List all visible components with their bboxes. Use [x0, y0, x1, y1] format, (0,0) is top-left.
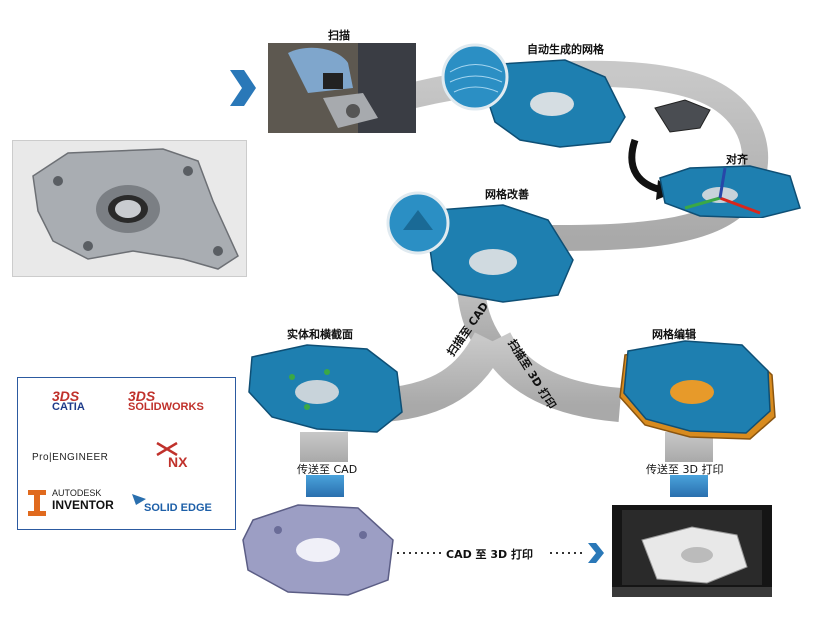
solidworks-logo: 3DS SOLIDWORKS	[128, 388, 204, 413]
step-mesh-improve-label: 网格改善	[485, 188, 529, 201]
nx-mark-icon	[156, 442, 178, 456]
scan-photo	[268, 43, 416, 133]
solid-section-model	[248, 344, 403, 433]
send-3d-label: 传送至 3D 打印	[646, 463, 724, 476]
step-auto-mesh-label: 自动生成的网格	[527, 43, 604, 56]
pro-engineer-logo: Pro|ENGINEER	[32, 452, 109, 463]
inventor-i-icon	[28, 490, 46, 516]
cad-to-3d-label: CAD 至 3D 打印	[446, 548, 533, 561]
step-scan-label: 扫描	[328, 29, 350, 42]
step-mesh-edit-label: 网格编辑	[652, 328, 696, 341]
send-cad-label: 传送至 CAD	[297, 463, 358, 476]
aligned-mesh-model	[654, 99, 801, 218]
mesh-edit-model	[619, 340, 776, 440]
cad-software-logos: 3DS CATIA 3DS SOLIDWORKS Pro|ENGINEER NX…	[17, 377, 236, 530]
step-align-label: 对齐	[726, 153, 748, 166]
auto-mesh-model	[441, 43, 626, 148]
step-solid-section-label: 实体和横截面	[287, 328, 353, 341]
catia-logo: 3DS CATIA	[52, 388, 85, 413]
mesh-improve-model	[386, 191, 574, 303]
cad-model	[242, 504, 394, 596]
autodesk-inventor-logo: AUTODESK INVENTOR	[28, 488, 114, 516]
reference-part-photo	[12, 140, 247, 277]
printed-part-photo	[612, 505, 772, 597]
solid-edge-logo: SOLID EDGE	[130, 492, 212, 514]
solid-edge-mark-icon	[132, 494, 146, 505]
nx-logo: NX	[156, 442, 187, 470]
